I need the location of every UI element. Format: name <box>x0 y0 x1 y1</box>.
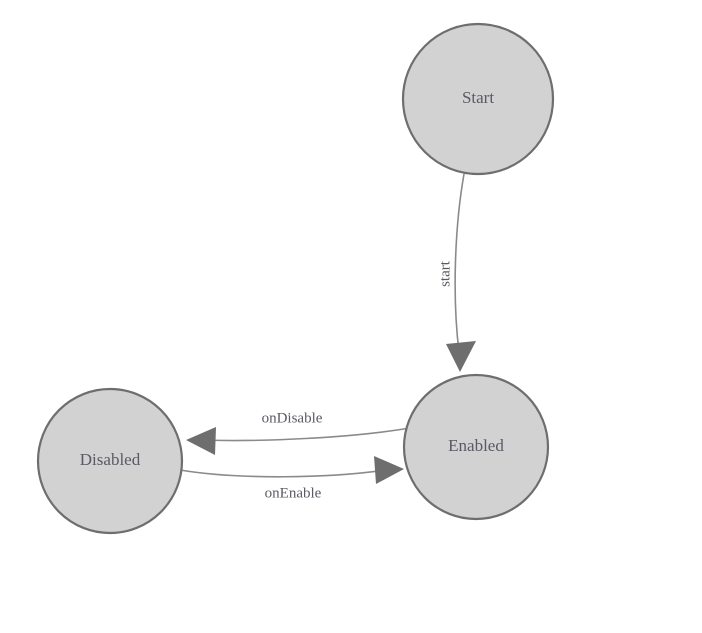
edge-enabled-to-disabled-path <box>201 427 411 442</box>
edge-disabled-to-enabled-arrowhead <box>374 456 404 484</box>
edge-start-to-enabled-arrowhead <box>446 341 476 372</box>
edge-start-to-enabled-path <box>454 173 465 353</box>
edge-label-onenable: onEnable <box>265 485 322 501</box>
state-node-start[interactable]: Start <box>401 22 555 176</box>
edge-disabled-to-enabled-path <box>179 469 387 478</box>
state-node-disabled-circle <box>36 387 184 535</box>
state-node-start-circle <box>401 22 555 176</box>
state-node-start-label: Start <box>462 88 494 107</box>
state-node-enabled-circle <box>402 373 550 521</box>
edge-start-to-enabled[interactable]: start <box>437 173 476 372</box>
edge-label-ondisable: onDisable <box>262 410 323 426</box>
edge-enabled-to-disabled[interactable]: onDisable <box>186 410 411 455</box>
state-node-enabled-label: Enabled <box>448 436 504 455</box>
edge-disabled-to-enabled[interactable]: onEnable <box>179 456 404 501</box>
state-node-enabled[interactable]: Enabled <box>402 373 550 521</box>
state-node-disabled-label: Disabled <box>80 450 141 469</box>
edge-enabled-to-disabled-arrowhead <box>186 427 216 455</box>
edge-label-start: start <box>437 260 453 287</box>
state-node-disabled[interactable]: Disabled <box>36 387 184 535</box>
